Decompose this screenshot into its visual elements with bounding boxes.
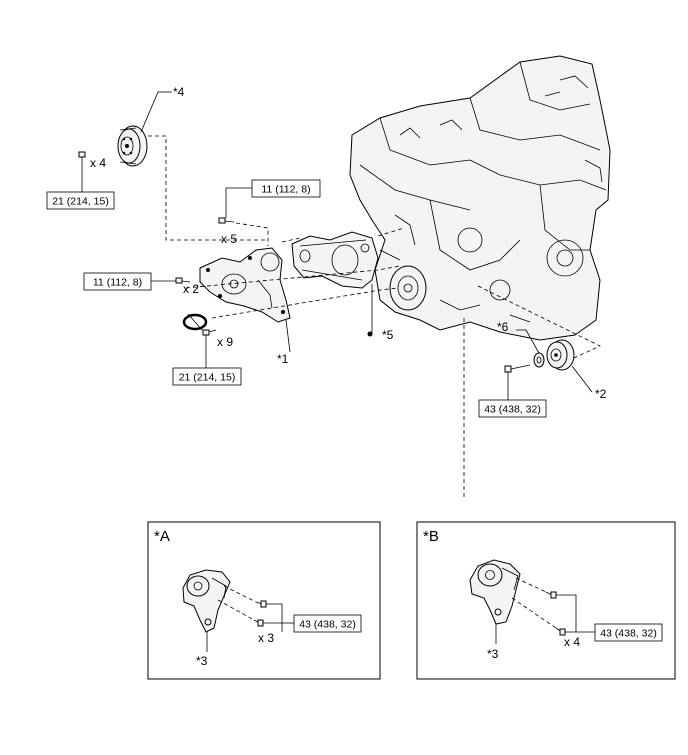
upper-torque: 11 (112, 8) [261, 184, 310, 196]
engine-block [349, 55, 611, 341]
box-a-title: *A [154, 528, 170, 545]
part6-label: *6 [497, 320, 509, 334]
pulley-torque-box [46, 191, 115, 210]
spacer-part [533, 352, 545, 368]
pulley-part [117, 125, 148, 167]
left-bolt [175, 277, 191, 284]
pulley-bolt [78, 151, 86, 168]
box-a-bolt-count: x 3 [258, 631, 274, 645]
o-ring-part [182, 313, 208, 331]
idler-bolt [504, 364, 531, 373]
tensioner-b-part [469, 559, 521, 625]
tensioner-a-part [182, 569, 231, 633]
box-b-bolt-count: x 4 [564, 635, 580, 649]
left-torque-box [83, 272, 152, 291]
idler-torque: 43 (438, 32) [484, 404, 541, 416]
lower-torque-box [172, 367, 242, 386]
upper-bolt-count: x 5 [221, 232, 237, 246]
upper-torque-box [251, 179, 321, 198]
part1-label: *1 [277, 352, 289, 366]
partA3-label: *3 [196, 654, 208, 668]
gasket-part [291, 231, 379, 289]
lower-bolt-count: x 9 [217, 335, 233, 349]
box-b-torque: 43 (438, 32) [600, 628, 657, 640]
idler-pulley-part [546, 339, 575, 371]
water-pump-part [199, 247, 291, 323]
box-a-torque-box [293, 614, 362, 633]
detail-box-b [416, 521, 676, 680]
left-torque: 11 (112, 8) [93, 277, 142, 289]
lower-bolt [202, 329, 217, 336]
box-b-torque-box [594, 623, 663, 642]
pulley-bolt-count: x 4 [90, 156, 106, 170]
part5-label: *5 [382, 328, 394, 342]
part2-label: *2 [595, 387, 607, 401]
left-bolt-count: x 2 [183, 282, 199, 296]
lower-torque: 21 (214, 15) [179, 372, 236, 384]
box-a-torque: 43 (438, 32) [299, 619, 356, 631]
upper-bolt [218, 217, 235, 224]
partB3-label: *3 [487, 647, 499, 661]
part5-dot [367, 331, 373, 337]
box-b-title: *B [423, 528, 439, 545]
idler-torque-box [478, 399, 547, 418]
part4-label: *4 [173, 85, 185, 99]
pulley-torque: 21 (214, 15) [52, 196, 109, 208]
